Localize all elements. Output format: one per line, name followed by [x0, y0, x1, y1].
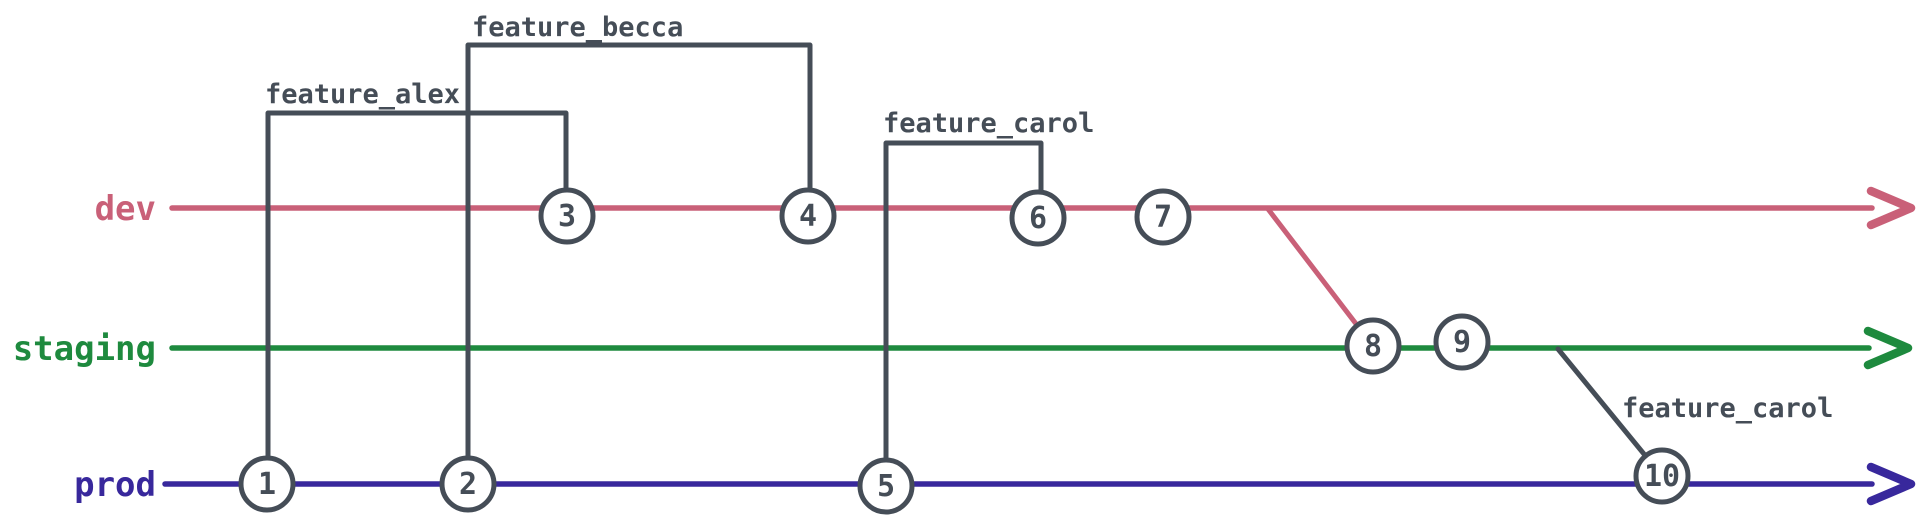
feature-carol-branch-line	[883, 140, 1044, 489]
arrow-right-icon-staging	[1863, 326, 1913, 370]
arrow-right-icon-prod	[1866, 462, 1916, 506]
commit-circle-2	[439, 455, 497, 513]
commit-circle-1	[238, 455, 296, 513]
commit-node-3: 3	[538, 187, 596, 245]
branch-label-staging: staging	[13, 329, 156, 369]
commit-node-6: 6	[1009, 189, 1067, 247]
commit-number-3: 3	[558, 199, 576, 234]
commit-node-9: 9	[1433, 313, 1491, 371]
commit-node-8: 8	[1344, 317, 1402, 375]
feature-label-3: feature_carol	[1622, 393, 1833, 424]
commit-circle-3	[538, 187, 596, 245]
commit-number-10: 10	[1644, 459, 1680, 494]
commit-number-4: 4	[799, 199, 817, 234]
commit-circle-5	[857, 457, 915, 515]
commit-node-7: 7	[1134, 188, 1192, 246]
commit-node-5: 5	[857, 457, 915, 515]
commit-circle-4	[779, 187, 837, 245]
merge-dev-to-staging-line	[1265, 206, 1376, 349]
commit-circle-6	[1009, 189, 1067, 247]
commit-circle-9	[1433, 313, 1491, 371]
commit-number-8: 8	[1364, 329, 1382, 364]
feature-label-0: feature_alex	[265, 79, 460, 110]
feature-alex-branch-line	[265, 110, 569, 487]
branch-label-dev: dev	[95, 189, 156, 229]
commit-number-9: 9	[1453, 325, 1471, 360]
commit-circle-7	[1134, 188, 1192, 246]
commit-node-10: 10	[1633, 447, 1691, 505]
commit-circle-8	[1344, 317, 1402, 375]
commit-node-2: 2	[439, 455, 497, 513]
feature-label-2: feature_carol	[883, 108, 1094, 139]
commit-number-6: 6	[1029, 201, 1047, 236]
arrow-right-icon-dev	[1866, 186, 1916, 230]
commit-number-1: 1	[258, 467, 276, 502]
commit-number-5: 5	[877, 469, 895, 504]
feature-label-1: feature_becca	[472, 12, 683, 43]
commit-circle-10	[1633, 447, 1691, 505]
feature-becca-branch-line	[465, 42, 813, 487]
branch-staging: staging	[13, 326, 1913, 370]
commit-node-1: 1	[238, 455, 296, 513]
branch-dev: dev	[95, 186, 1916, 230]
branch-label-prod: prod	[74, 465, 156, 505]
commit-number-7: 7	[1154, 200, 1172, 235]
commit-number-2: 2	[459, 467, 477, 502]
commit-node-4: 4	[779, 187, 837, 245]
